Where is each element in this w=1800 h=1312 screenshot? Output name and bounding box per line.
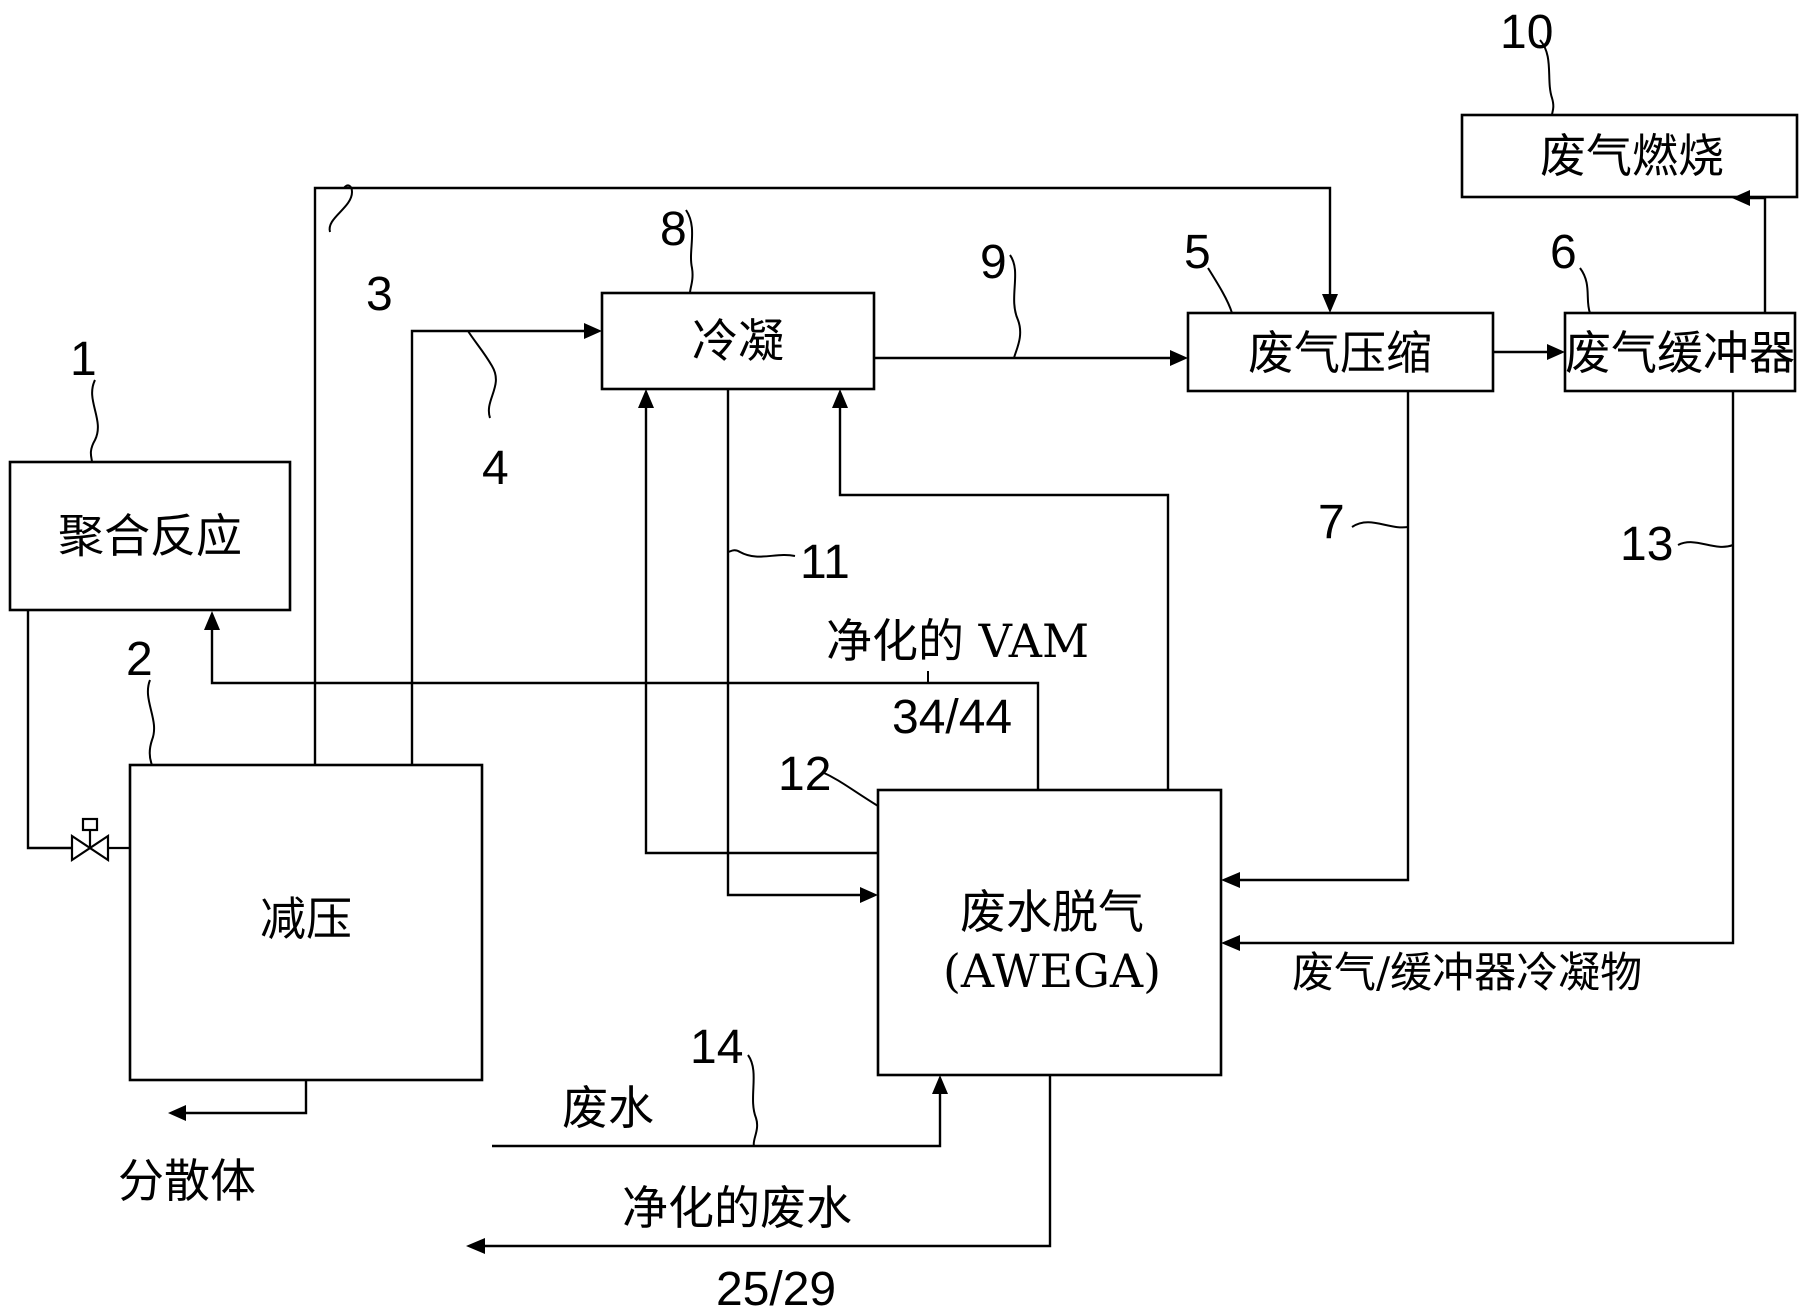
condensation-box (600, 291, 876, 391)
leader-5 (1207, 267, 1233, 314)
arrow-compression-to-buffer (1547, 344, 1565, 360)
leader-12 (821, 771, 879, 807)
leader-9 (1009, 254, 1022, 359)
leader-13 (1677, 541, 1734, 548)
purified-vam-label: 净化的 VAM (826, 614, 1089, 668)
ref-number-2: 2 (126, 633, 153, 686)
ref-number-4: 4 (482, 442, 509, 495)
leader-8 (685, 209, 694, 294)
flow-line-13 (1240, 391, 1735, 945)
flow-awega-to-condensation (838, 408, 1170, 790)
arrow-line-11 (860, 887, 878, 903)
arrow-line-7 (1221, 872, 1240, 888)
ref-number-12: 12 (778, 748, 831, 801)
ref-number-10: 10 (1500, 6, 1553, 59)
arrow-awega-to-condensation (832, 389, 848, 408)
flow-line-4 (410, 329, 584, 765)
flow-line-7 (1240, 391, 1410, 882)
offgas-buffer-condensate-label: 废气/缓冲器冷凝物 (1292, 948, 1642, 997)
leader-11 (727, 549, 796, 558)
purified-wastewater-label: 净化的废水 (622, 1181, 852, 1235)
arrow-line-9 (1170, 350, 1188, 366)
purified-wastewater-ref: 25/29 (716, 1263, 836, 1312)
arrow-line-3 (1322, 294, 1338, 313)
flow-line-3 (313, 186, 1332, 765)
arrow-dispersion (168, 1105, 186, 1121)
flow-line-11 (726, 389, 860, 897)
ref-number-7: 7 (1318, 496, 1345, 549)
leader-10 (1539, 39, 1555, 116)
flow-purified-wastewater (485, 1075, 1052, 1248)
wastewater-degassing-abbr: (AWEGA) (943, 944, 1161, 998)
flow-polymerization-to-valve (26, 610, 72, 850)
flow-awega-left-to-condensation (644, 408, 878, 855)
ref-number-11: 11 (800, 536, 850, 589)
offgas-buffer-label: 废气缓冲器 (1565, 326, 1795, 380)
wastewater-label: 废水 (562, 1081, 654, 1135)
ref-number-14: 14 (690, 1021, 743, 1074)
depressurization-label: 减压 (260, 892, 352, 946)
flow-dispersion-out (186, 1080, 308, 1115)
arrow-purified-vam (204, 611, 220, 630)
wastewater-degassing-label: 废水脱气 (960, 885, 1144, 939)
leader-3 (328, 184, 354, 233)
arrow-line-4 (584, 323, 602, 339)
ref-number-3: 3 (366, 268, 393, 321)
flow-line-14 (492, 1094, 942, 1148)
ref-number-5: 5 (1184, 226, 1211, 279)
arrow-line-14 (932, 1075, 948, 1094)
ref-number-13: 13 (1620, 518, 1673, 571)
leader-1 (89, 379, 99, 463)
condensation-label: 冷凝 (692, 314, 784, 368)
offgas-combustion-box (1460, 113, 1799, 199)
flow-purified-vam (210, 630, 1040, 790)
ref-number-8: 8 (660, 203, 687, 256)
leader-4 (467, 330, 497, 419)
leader-14 (747, 1054, 759, 1147)
flow-buffer-to-combustion (1750, 196, 1767, 313)
ref-number-9: 9 (980, 236, 1007, 289)
arrow-awega-left-to-condensation (638, 389, 654, 408)
arrow-to-combustion (1732, 190, 1750, 206)
ref-number-1: 1 (70, 333, 97, 386)
dispersion-label: 分散体 (118, 1154, 256, 1208)
arrow-line-13 (1221, 935, 1240, 951)
valve-icon (70, 817, 130, 863)
polymerization-box (8, 460, 292, 612)
depressurization-box (128, 763, 484, 1082)
ref-number-6: 6 (1550, 226, 1577, 279)
leader-2 (146, 679, 156, 766)
polymerization-label: 聚合反应 (58, 509, 242, 563)
purified-vam-ref: 34/44 (892, 691, 1012, 744)
offgas-compression-label: 废气压缩 (1248, 326, 1432, 380)
arrow-purified-wastewater (466, 1238, 485, 1254)
offgas-buffer-box (1563, 311, 1797, 393)
leader-7 (1351, 521, 1409, 529)
leader-6 (1579, 267, 1591, 314)
offgas-combustion-label: 废气燃烧 (1540, 129, 1724, 183)
